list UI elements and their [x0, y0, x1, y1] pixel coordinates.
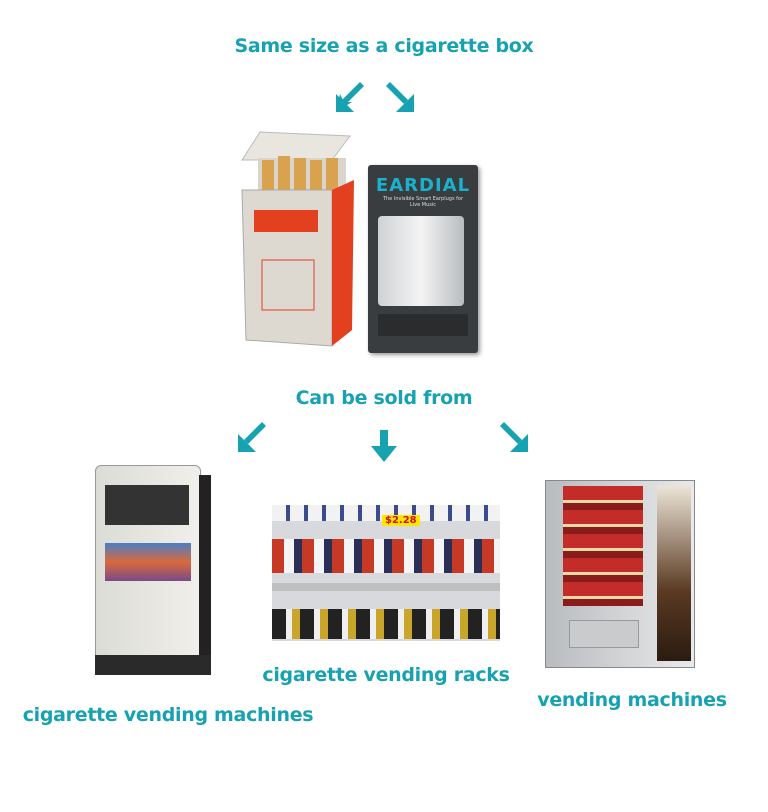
outlet-label-vending-machines: vending machines [537, 689, 727, 711]
outlet-label-racks: cigarette vending racks [262, 664, 510, 686]
outlet-label-cigarette-machines: cigarette vending machines [22, 704, 314, 726]
brand-logo: EARDIAL [375, 175, 471, 196]
subtitle: Can be sold from [295, 387, 473, 409]
eardial-box-image: EARDIAL The Invisible Smart Earplugs for… [368, 165, 478, 353]
arrow-down-right-icon [500, 422, 528, 452]
cigarette-vending-machine-image [95, 465, 213, 683]
vending-machine-image [545, 480, 695, 668]
arrow-down-left-icon [238, 422, 266, 452]
arrow-down-icon [371, 430, 397, 462]
title: Same size as a cigarette box [234, 35, 534, 57]
cigarette-box-image [232, 130, 362, 348]
arrow-down-left-icon [336, 82, 364, 112]
product-tagline: The Invisible Smart Earplugs for Live Mu… [382, 196, 464, 208]
arrow-down-right-icon [386, 82, 414, 112]
cigarette-vending-rack-image: $2.28 [272, 505, 500, 641]
price-tag: $2.28 [382, 515, 420, 526]
